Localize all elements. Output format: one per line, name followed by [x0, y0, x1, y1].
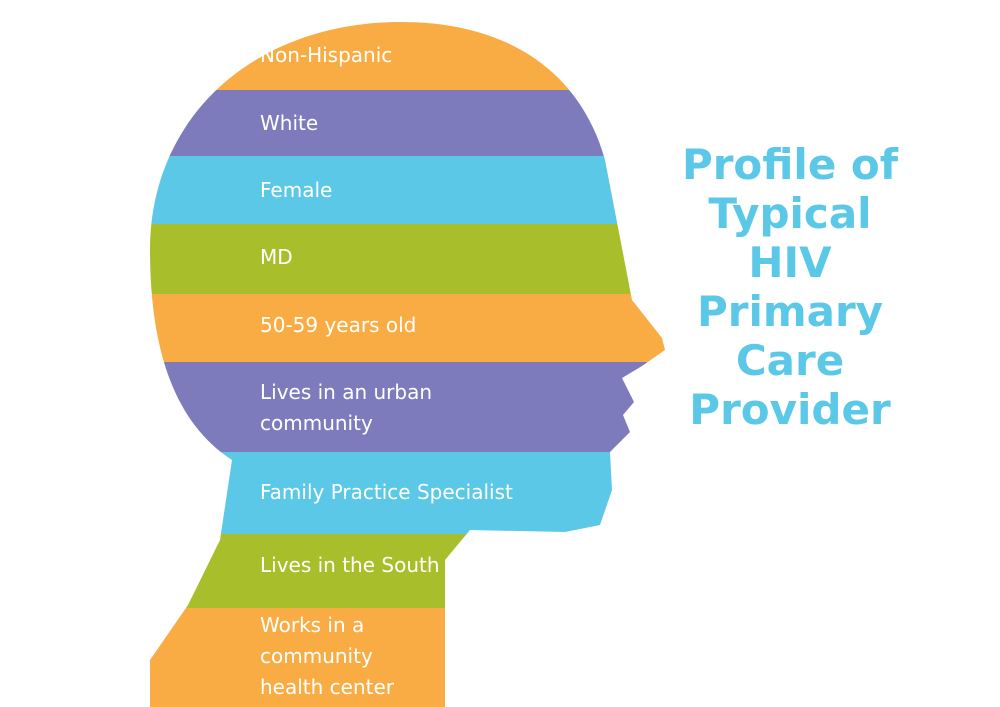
band-label-line: community — [260, 411, 373, 435]
band-label-line: Lives in the South — [260, 553, 440, 577]
band-label-line: health center — [260, 675, 395, 699]
band-label-3: Female — [260, 175, 332, 206]
band-label-line: community — [260, 644, 373, 668]
band-label-5: 50-59 years old — [260, 310, 416, 341]
band-9 — [150, 608, 665, 707]
band-7 — [150, 452, 665, 534]
band-3 — [150, 156, 665, 224]
diagram-title: Profile of Typical HIV Primary Care Prov… — [660, 140, 920, 434]
title-line: Profile of — [681, 140, 899, 189]
band-label-line: Female — [260, 178, 333, 202]
title-line: Care — [735, 336, 845, 385]
band-6 — [150, 362, 665, 452]
title-line: Provider — [689, 385, 891, 434]
title-line: Primary — [696, 287, 884, 336]
band-label-line: Non-Hispanic — [260, 43, 393, 67]
title-line: HIV — [748, 238, 832, 287]
band-label-line: MD — [260, 245, 293, 269]
band-label-line: White — [260, 111, 319, 135]
band-label-1: Non-Hispanic — [260, 40, 392, 71]
band-1 — [150, 21, 665, 90]
band-5 — [150, 294, 665, 362]
band-label-7: Family Practice Specialist — [260, 477, 513, 508]
band-label-8: Lives in the South — [260, 550, 440, 581]
band-label-2: White — [260, 108, 318, 139]
band-4 — [150, 224, 665, 294]
band-label-line: Family Practice Specialist — [260, 480, 513, 504]
band-label-4: MD — [260, 242, 293, 273]
band-label-6: Lives in an urban community — [260, 377, 432, 439]
band-label-9: Works in a community health center — [260, 610, 394, 703]
title-line: Typical — [708, 189, 872, 238]
band-label-line: 50-59 years old — [260, 313, 417, 337]
band-label-line: Works in a — [260, 613, 365, 637]
band-label-line: Lives in an urban — [260, 380, 433, 404]
band-8 — [150, 534, 665, 608]
